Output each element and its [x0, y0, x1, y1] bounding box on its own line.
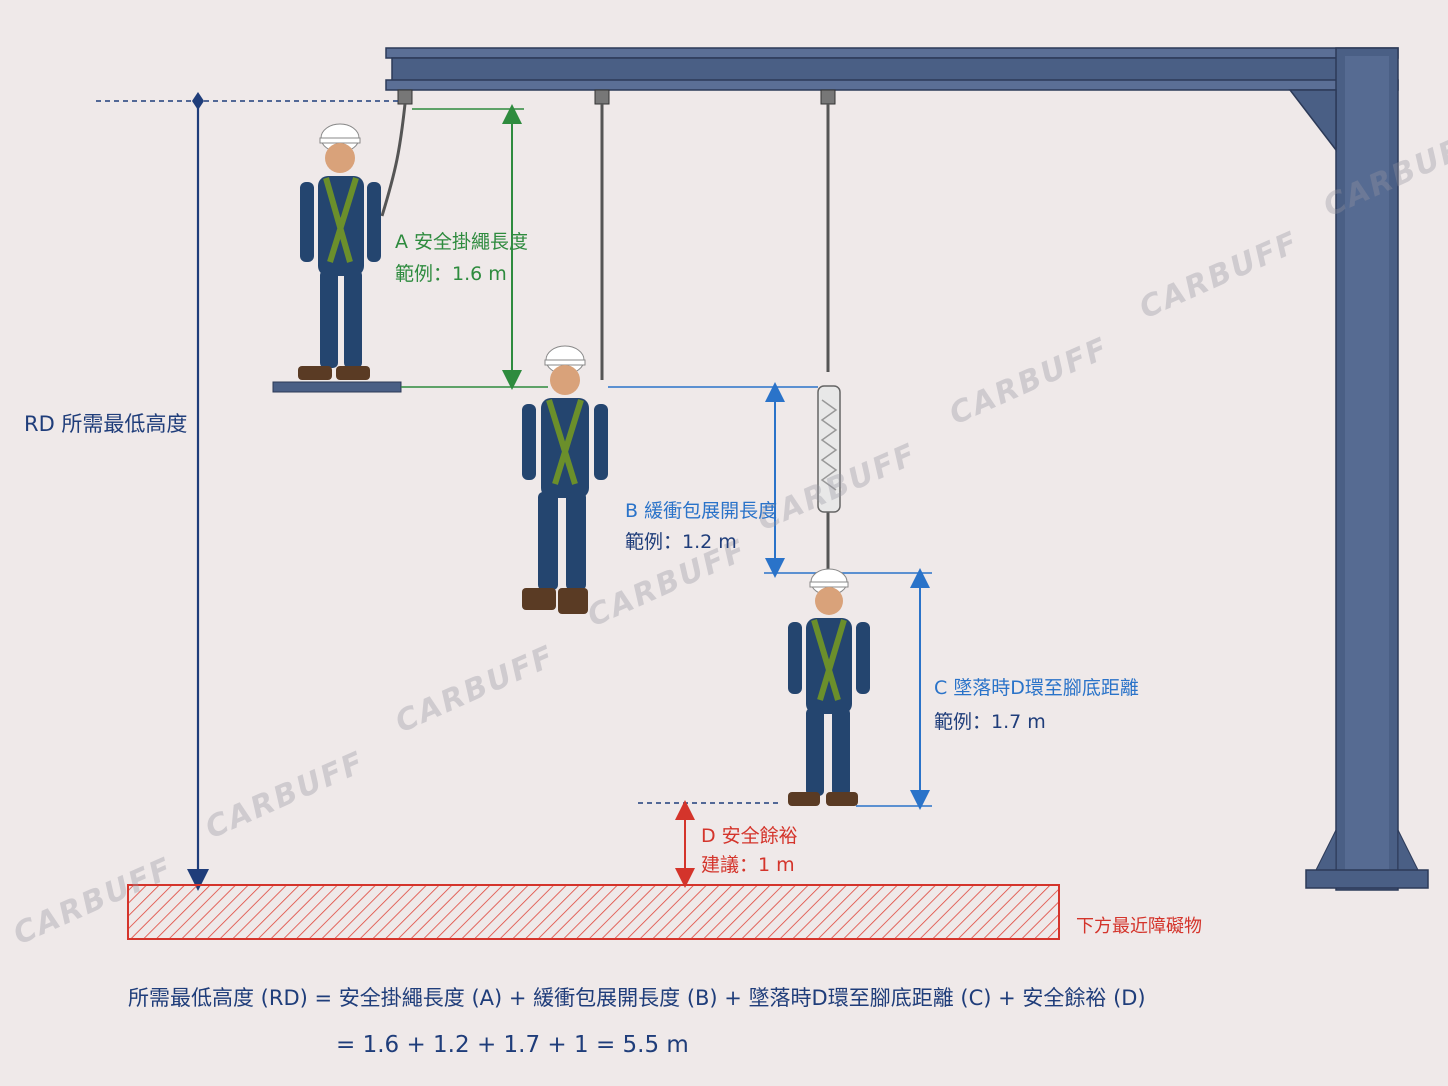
c-value-label: 範例：1.7 m [934, 711, 1046, 733]
obstacle-zone [127, 884, 1060, 940]
b-dimension [608, 382, 932, 578]
c-dimension [856, 568, 932, 810]
c-title-label: C 墜落時D環至腳底距離 [934, 677, 1139, 699]
b-value-label: 範例：1.2 m [625, 531, 737, 553]
anchor-points [397, 89, 836, 105]
a-dimension [401, 104, 548, 390]
lanyards [380, 103, 830, 570]
formula-result: = 1.6 + 1.2 + 1.7 + 1 = 5.5 m [336, 1032, 689, 1058]
a-title-label: A 安全掛繩長度 [395, 231, 529, 253]
b-title-label: B 緩衝包展開長度 [625, 500, 778, 522]
d-value-label: 建議：1 m [701, 854, 795, 876]
formula-definition: 所需最低高度 (RD) = 安全掛繩長度 (A) + 緩衝包展開長度 (B) +… [128, 986, 1146, 1010]
obstacle-label: 下方最近障礙物 [1076, 916, 1202, 937]
a-value-label: 範例：1.6 m [395, 263, 507, 285]
worker-arrested [788, 568, 870, 806]
worker-falling [522, 345, 608, 614]
worker-standing [298, 123, 381, 380]
shock-absorber [817, 385, 841, 513]
rd-dimension [96, 92, 398, 891]
steel-frame [385, 47, 1429, 891]
d-title-label: D 安全餘裕 [701, 825, 798, 847]
d-dimension [638, 800, 780, 888]
rd-label: RD 所需最低高度 [24, 412, 188, 436]
work-platform [272, 381, 402, 393]
